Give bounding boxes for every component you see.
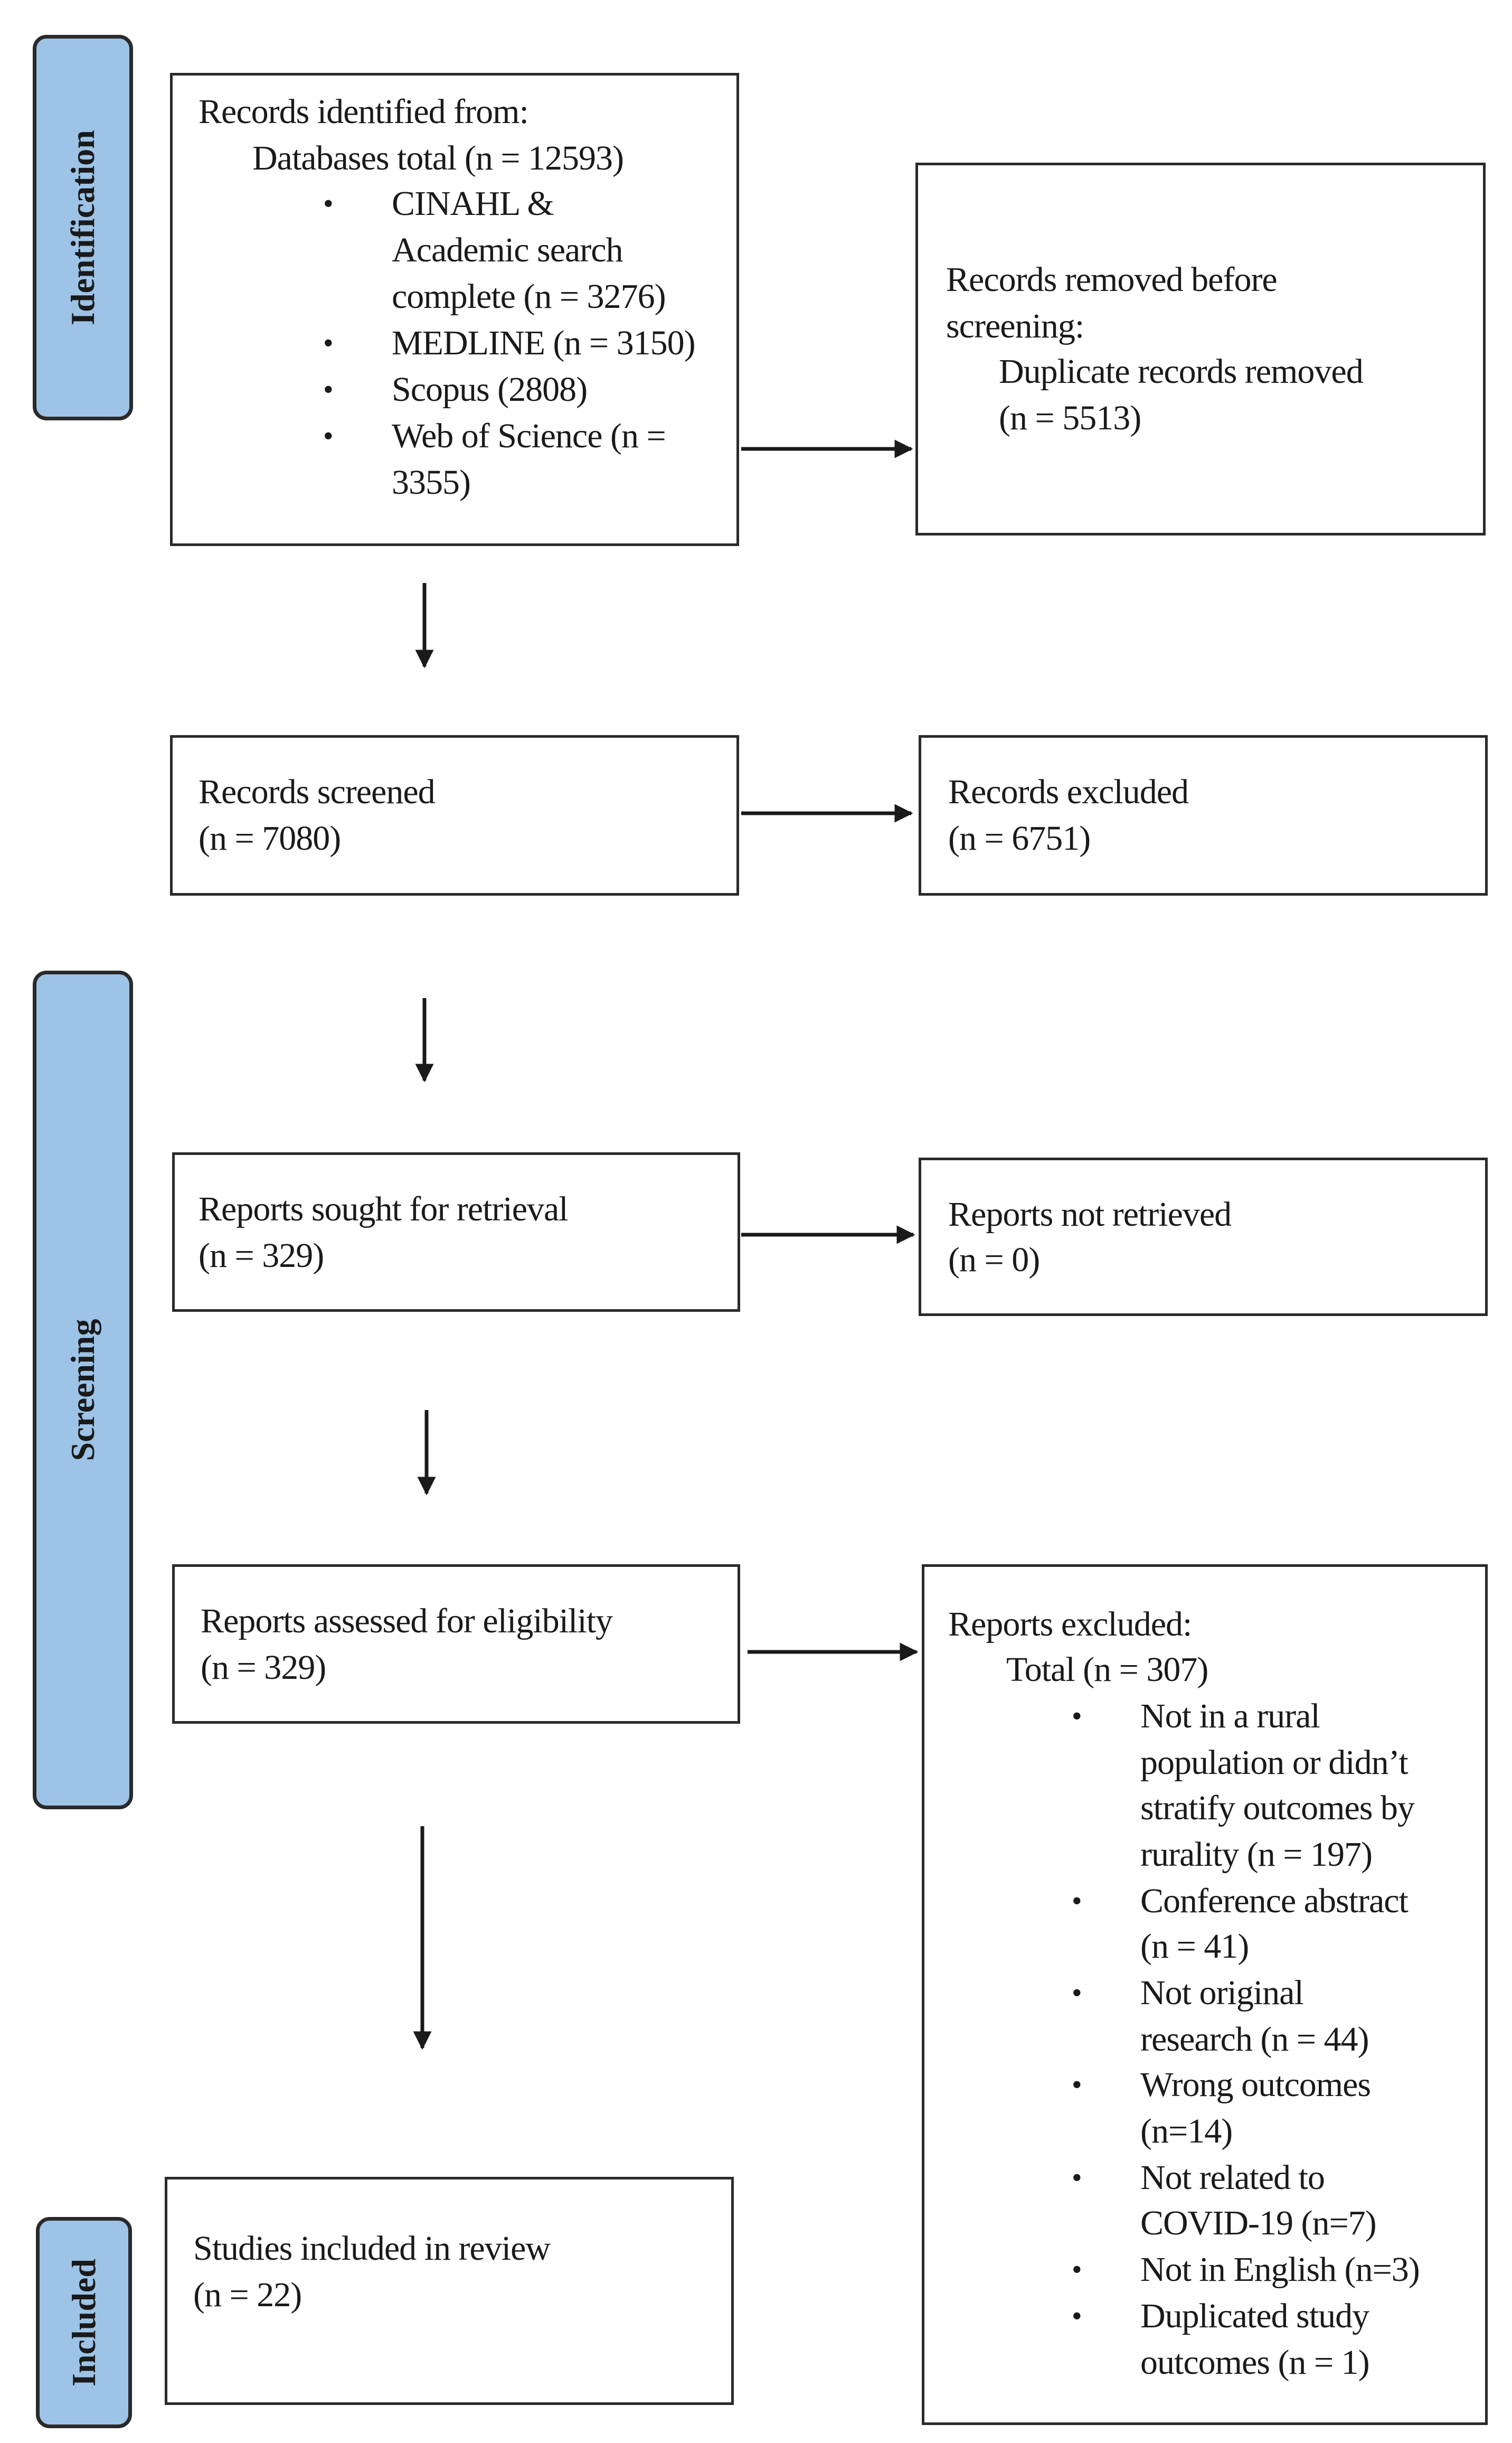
exclusion-reason-duplicated-1: Duplicated study xyxy=(1140,2297,1369,2335)
exclusion-reason-covid-2: COVID-19 (n=7) xyxy=(1140,2204,1377,2242)
exclusion-reason-english: Not in English (n=3) xyxy=(1140,2250,1420,2289)
bullet: • xyxy=(1072,2162,1082,2194)
database-item-cinahl-3: complete (n = 3276) xyxy=(392,277,666,316)
exclusion-reason-rural-2: population or didn’t xyxy=(1140,1743,1409,1782)
reports-excluded-total: Total (n = 307) xyxy=(1006,1650,1208,1689)
database-item-cinahl-2: Academic search xyxy=(392,231,623,269)
reports-assessed-count: (n = 329) xyxy=(201,1648,326,1687)
stage-label-identification: Identification xyxy=(33,35,133,420)
stage-label-screening: Screening xyxy=(33,971,133,1809)
database-item-cinahl-1: CINAHL & xyxy=(392,184,554,223)
records-removed-box xyxy=(915,163,1486,535)
exclusion-reason-covid-1: Not related to xyxy=(1140,2158,1325,2197)
reports-not-retrieved-box xyxy=(919,1158,1488,1316)
reports-sought-label: Reports sought for retrieval xyxy=(199,1190,569,1228)
stage-label-included: Included xyxy=(36,2217,132,2428)
records-screened-label: Records screened xyxy=(199,773,436,811)
records-screened-count: (n = 7080) xyxy=(199,819,341,858)
exclusion-reason-original-1: Not original xyxy=(1140,1974,1304,2012)
bullet: • xyxy=(1072,2253,1082,2286)
studies-included-count: (n = 22) xyxy=(193,2276,302,2314)
exclusion-reason-rural-4: rurality (n = 197) xyxy=(1140,1835,1373,1874)
duplicate-records-removed: Duplicate records removed xyxy=(999,352,1364,391)
bullet: • xyxy=(1072,2069,1082,2101)
exclusion-reason-rural-1: Not in a rural xyxy=(1140,1697,1320,1735)
bullet: • xyxy=(1072,1700,1082,1733)
bullet: • xyxy=(1072,2300,1082,2333)
records-identified-heading: Records identified from: xyxy=(199,92,529,131)
exclusion-reason-original-2: research (n = 44) xyxy=(1140,2020,1369,2059)
records-removed-heading-2: screening: xyxy=(946,307,1084,345)
exclusion-reason-conference-2: (n = 41) xyxy=(1140,1927,1249,1966)
reports-excluded-box xyxy=(922,1564,1488,2425)
studies-included-box xyxy=(165,2177,734,2405)
exclusion-reason-outcomes-1: Wrong outcomes xyxy=(1140,2065,1371,2104)
reports-sought-box xyxy=(172,1152,740,1312)
records-screened-box xyxy=(170,735,739,896)
bullet: • xyxy=(323,327,334,360)
exclusion-reason-conference-1: Conference abstract xyxy=(1140,1882,1409,1920)
bullet: • xyxy=(323,187,334,220)
exclusion-reason-outcomes-2: (n=14) xyxy=(1140,2112,1233,2150)
duplicate-records-count: (n = 5513) xyxy=(999,399,1141,437)
records-excluded-count: (n = 6751) xyxy=(948,819,1091,858)
studies-included-label: Studies included in review xyxy=(193,2229,551,2268)
database-item-medline: MEDLINE (n = 3150) xyxy=(392,324,696,362)
records-removed-heading-1: Records removed before xyxy=(946,260,1278,299)
databases-total: Databases total (n = 12593) xyxy=(252,139,624,177)
bullet: • xyxy=(323,373,334,406)
database-item-scopus: Scopus (2808) xyxy=(392,370,588,409)
reports-excluded-heading: Reports excluded: xyxy=(948,1605,1192,1643)
records-excluded-box xyxy=(919,735,1488,896)
exclusion-reason-duplicated-2: outcomes (n = 1) xyxy=(1140,2343,1370,2382)
reports-not-retrieved-label: Reports not retrieved xyxy=(948,1195,1232,1234)
bullet: • xyxy=(1072,1885,1082,1918)
database-item-wos-2: 3355) xyxy=(392,463,471,502)
bullet: • xyxy=(323,420,334,453)
reports-not-retrieved-count: (n = 0) xyxy=(948,1241,1040,1279)
reports-sought-count: (n = 329) xyxy=(199,1236,324,1275)
records-identified-box xyxy=(170,73,739,546)
exclusion-reason-rural-3: stratify outcomes by xyxy=(1140,1789,1415,1827)
bullet: • xyxy=(1072,1977,1082,2009)
reports-assessed-label: Reports assessed for eligibility xyxy=(201,1602,613,1640)
records-excluded-label: Records excluded xyxy=(948,773,1189,811)
reports-assessed-box xyxy=(172,1564,740,1724)
database-item-wos-1: Web of Science (n = xyxy=(392,417,666,455)
